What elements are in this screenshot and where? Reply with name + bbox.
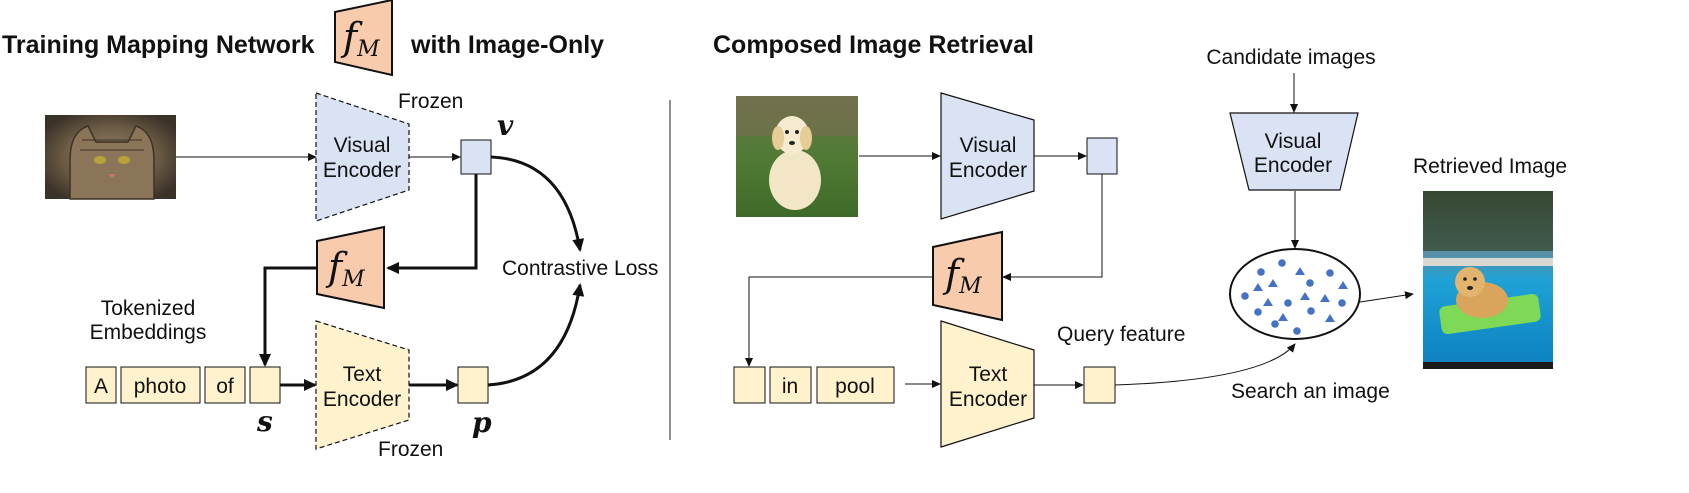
- pseudo-token-box: [733, 366, 766, 404]
- token-of-box: [204, 366, 246, 404]
- title-fm-sub: M: [356, 37, 380, 62]
- s-token-box: [249, 366, 281, 404]
- v-label: v: [497, 109, 514, 142]
- token-a: A: [94, 375, 108, 398]
- token-of: of: [216, 375, 234, 398]
- contrastive-loss-label: Contrastive Loss: [502, 257, 658, 280]
- token-in-box: [769, 366, 812, 404]
- retrieved-image-label: Retrieved Image: [1413, 155, 1567, 178]
- left-title-prefix: Training Mapping Network: [2, 31, 315, 59]
- right-visual-encoder-line1: Visual: [960, 134, 1017, 157]
- query-feature-box: [1083, 366, 1116, 404]
- search-image-label: Search an image: [1231, 380, 1390, 403]
- right-mapping-network: fM: [932, 230, 1003, 322]
- candidate-encoder-line1: Visual: [1265, 130, 1322, 153]
- right-text-encoder: Text Encoder: [940, 320, 1035, 448]
- left-visual-encoder-line1: Visual: [334, 134, 391, 157]
- v-to-loss-arrow: [490, 155, 585, 252]
- feature-to-fm-arrow: [1002, 174, 1103, 281]
- cat-photo: [45, 115, 176, 200]
- p-feature-box: [457, 366, 489, 404]
- token-pool-box: [816, 366, 895, 404]
- right-image-feature-box: [1086, 137, 1118, 175]
- query-feature-label: Query feature: [1057, 323, 1185, 346]
- left-text-encoder-line1: Text: [343, 363, 382, 386]
- left-visual-encoder-line2: Encoder: [323, 159, 401, 182]
- right-title: Composed Image Retrieval: [713, 31, 1034, 59]
- left-fm-sub: M: [341, 267, 365, 292]
- s-label: s: [256, 405, 273, 438]
- left-title-suffix: with Image-Only: [410, 31, 604, 59]
- left-text-encoder-line2: Encoder: [323, 388, 401, 411]
- token-pool: pool: [835, 375, 875, 398]
- token-photo: photo: [134, 375, 187, 398]
- v-to-fm-arrow: [386, 174, 478, 274]
- candidate-visual-encoder: Visual Encoder: [1229, 112, 1359, 191]
- candidate-encoder-line2: Encoder: [1254, 154, 1332, 177]
- v-feature-box: [460, 139, 492, 175]
- left-visual-encoder: Visual Encoder: [315, 92, 410, 222]
- candidate-images-label: Candidate images: [1206, 46, 1375, 69]
- right-visual-encoder-line2: Encoder: [949, 159, 1027, 182]
- embedding-database: [1229, 248, 1361, 340]
- svg-text:fM: fM: [942, 252, 982, 299]
- right-text-encoder-line1: Text: [969, 363, 1008, 386]
- tokenized-line2: Embeddings: [90, 321, 207, 344]
- p-to-loss-arrow: [487, 283, 585, 387]
- fm-to-s-arrow: [259, 266, 317, 367]
- right-text-encoder-line2: Encoder: [949, 388, 1027, 411]
- frozen-top-label: Frozen: [398, 90, 463, 113]
- token-a-box: [85, 366, 117, 404]
- query-to-search-arrow: [1114, 343, 1296, 386]
- right-fm-sub: M: [958, 274, 982, 299]
- token-in: in: [782, 375, 798, 398]
- left-text-encoder: Text Encoder: [315, 320, 410, 450]
- left-mapping-network: fM: [316, 225, 385, 310]
- right-visual-encoder: Visual Encoder: [940, 92, 1035, 220]
- p-label: p: [472, 406, 492, 439]
- database-to-retrieved-arrow: [1359, 291, 1414, 303]
- fm-to-token-arrow: [745, 276, 933, 367]
- dog-in-pool-photo: [1423, 191, 1553, 369]
- frozen-bottom-label: Frozen: [378, 438, 443, 461]
- token-photo-box: [120, 366, 201, 404]
- dog-photo: [736, 96, 858, 217]
- tokenized-line1: Tokenized: [101, 297, 196, 320]
- title-mapping-network-icon: fM: [334, 0, 393, 77]
